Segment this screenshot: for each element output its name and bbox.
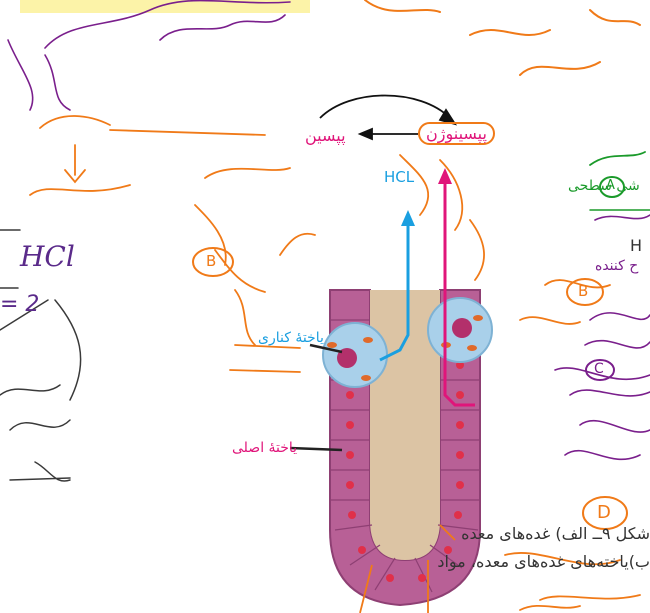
chief-cell-label: یاختهٔ اصلی	[232, 440, 297, 456]
cropped-label-a: شی سطحی	[568, 178, 640, 194]
hcl-label: HCL	[384, 168, 414, 186]
parietal-cell-label: یاختهٔ کناری	[258, 330, 324, 346]
pepsinogen-label: پپسینوژن	[418, 122, 495, 145]
circled-b-mark: B	[578, 282, 588, 300]
circled-a-mark: A	[606, 178, 615, 193]
handwritten-b-left: B	[206, 252, 216, 270]
cropped-h-fragment: H	[630, 236, 642, 255]
handwritten-eq: = 2	[0, 292, 39, 317]
figure-caption-line-2: ب)یاخته‌های غده‌های معده، مواد	[300, 548, 650, 576]
handwritten-hcl: HCl	[20, 240, 75, 273]
pepsin-label: پپسین	[305, 126, 346, 145]
handwritten-notes-top	[8, 0, 640, 110]
handwritten-c: C	[594, 361, 604, 377]
cropped-label-b: ح کننده	[595, 258, 638, 274]
figure-caption-line-1: شکل ۹ــ الف) غده‌های معده	[300, 520, 650, 548]
circled-marks-right	[567, 177, 627, 529]
